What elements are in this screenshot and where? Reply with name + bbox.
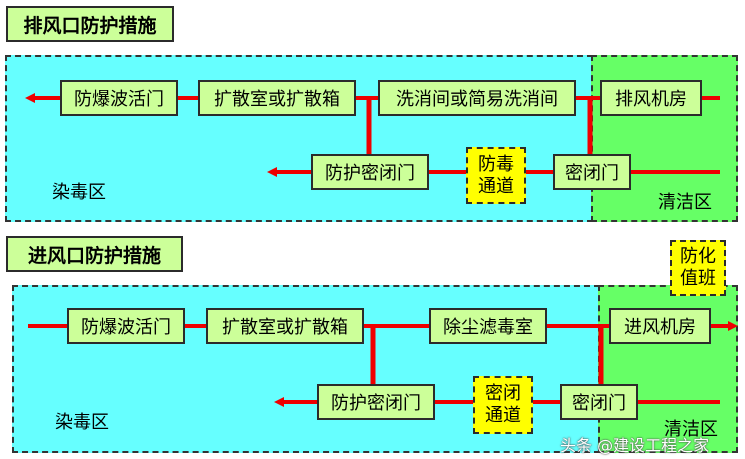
intake-section-title: 进风口防护措施 [6, 236, 183, 272]
exhaust-anti-toxic-passage-box: 防毒 通道 [466, 147, 526, 204]
exhaust-passage-line-2: 通道 [478, 175, 514, 197]
exhaust-clean-zone-label: 清洁区 [658, 192, 712, 213]
exhaust-airtight-door-box: 密闭门 [553, 154, 631, 190]
exhaust-protective-airtight-door-box: 防护密闭门 [311, 154, 429, 190]
intake-passage-line-1: 密闭 [485, 383, 521, 404]
intake-airtight-door-box: 密闭门 [560, 384, 638, 420]
exhaust-diffusion-chamber-box: 扩散室或扩散箱 [198, 80, 356, 116]
duty-room-line-2: 值班 [680, 268, 716, 289]
intake-clean-zone-label: 清洁区 [664, 419, 718, 440]
intake-contaminated-zone-label: 染毒区 [55, 412, 109, 433]
intake-diffusion-chamber-box: 扩散室或扩散箱 [206, 308, 364, 344]
intake-dust-filter-room-box: 除尘滤毒室 [429, 308, 547, 344]
exhaust-decontamination-room-box: 洗消间或简易洗消间 [378, 80, 576, 116]
intake-airtight-passage-box: 密闭 通道 [473, 376, 533, 434]
intake-protective-airtight-door-box: 防护密闭门 [317, 384, 435, 420]
exhaust-fan-room-box: 排风机房 [600, 80, 702, 116]
exhaust-contaminated-zone-label: 染毒区 [52, 182, 106, 203]
duty-room-line-1: 防化 [680, 246, 716, 267]
intake-passage-line-2: 通道 [485, 405, 521, 426]
watermark-text: 头条 @建设工程之家 [560, 436, 710, 455]
intake-chemical-duty-room-box: 防化 值班 [670, 240, 726, 296]
exhaust-section-title: 排风口防护措施 [6, 6, 174, 42]
intake-blast-valve-box: 防爆波活门 [67, 308, 185, 344]
exhaust-passage-line-1: 防毒 [478, 153, 514, 175]
exhaust-blast-valve-box: 防爆波活门 [60, 80, 178, 116]
intake-fan-room-box: 进风机房 [609, 308, 711, 344]
